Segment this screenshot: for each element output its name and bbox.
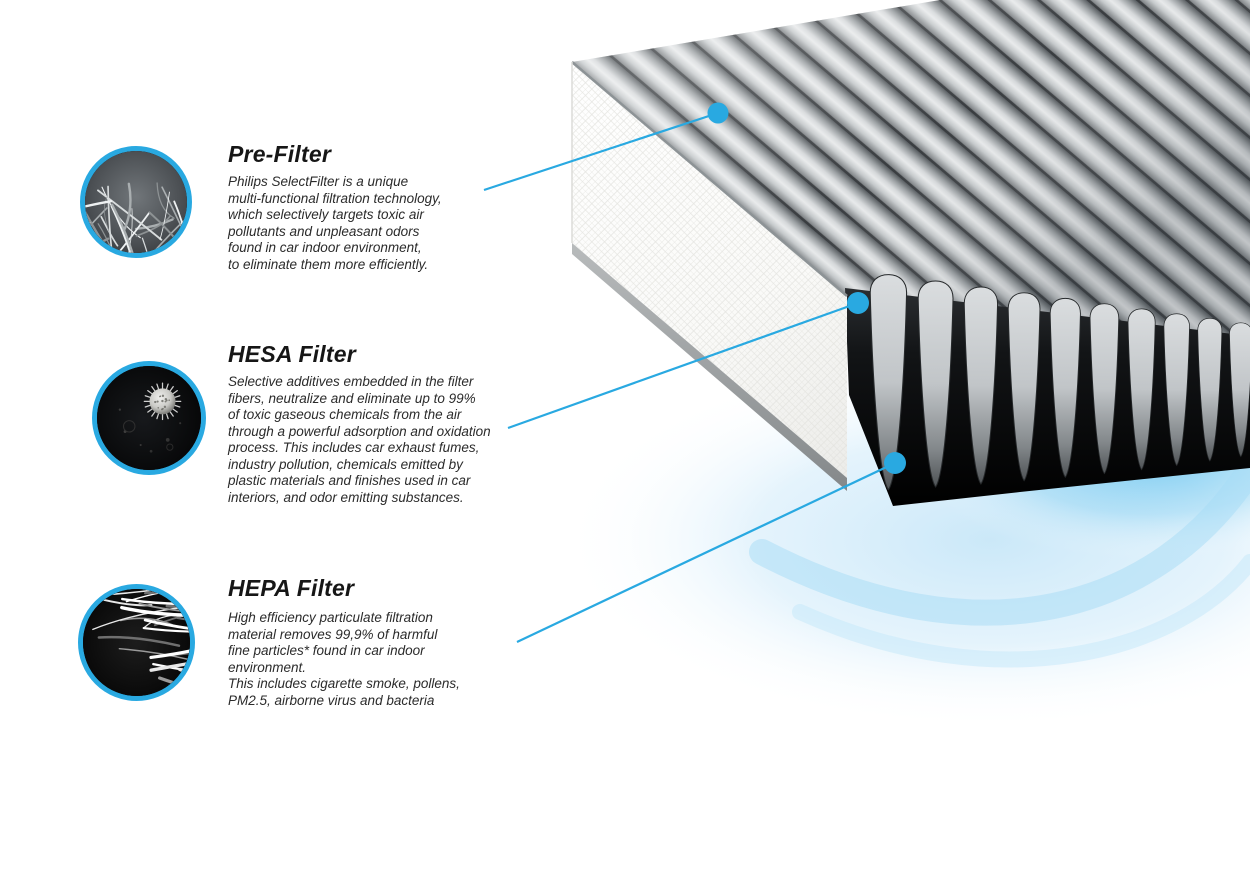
callout-line-pre-filter — [483, 111, 719, 192]
section-title-pre-filter: Pre-Filter — [228, 141, 331, 167]
section-body-hepa-filter: High efficiency particulate filtration m… — [228, 610, 460, 708]
filter-side-panel — [571, 61, 848, 491]
section-title-hepa-filter: HEPA Filter — [228, 575, 355, 601]
callout-dot-pre-filter — [707, 102, 729, 124]
section-title-hesa-filter: HESA Filter — [228, 341, 356, 367]
filter-front-folds — [845, 274, 1250, 506]
hepa-filter-micrograph — [78, 584, 195, 701]
callout-lines — [483, 111, 896, 643]
callout-line-hesa-filter — [507, 301, 859, 430]
hesa-filter-micrograph — [92, 361, 206, 475]
filter-top-pleats — [572, 0, 1250, 348]
callout-dots — [707, 102, 906, 474]
prefilter-fiber-micrograph-icon — [85, 151, 187, 253]
pre-filter-micrograph — [80, 146, 192, 258]
hepa-fiber-micrograph-icon — [83, 589, 190, 696]
callout-dot-hesa-filter — [847, 292, 869, 314]
section-body-pre-filter: Philips SelectFilter is a unique multi-f… — [228, 174, 442, 272]
hesa-pollen-micrograph-icon — [97, 366, 201, 470]
callout-line-hepa-filter — [516, 462, 896, 643]
section-body-hesa-filter: Selective additives embedded in the filt… — [228, 374, 491, 505]
callout-dot-hepa-filter — [884, 452, 906, 474]
